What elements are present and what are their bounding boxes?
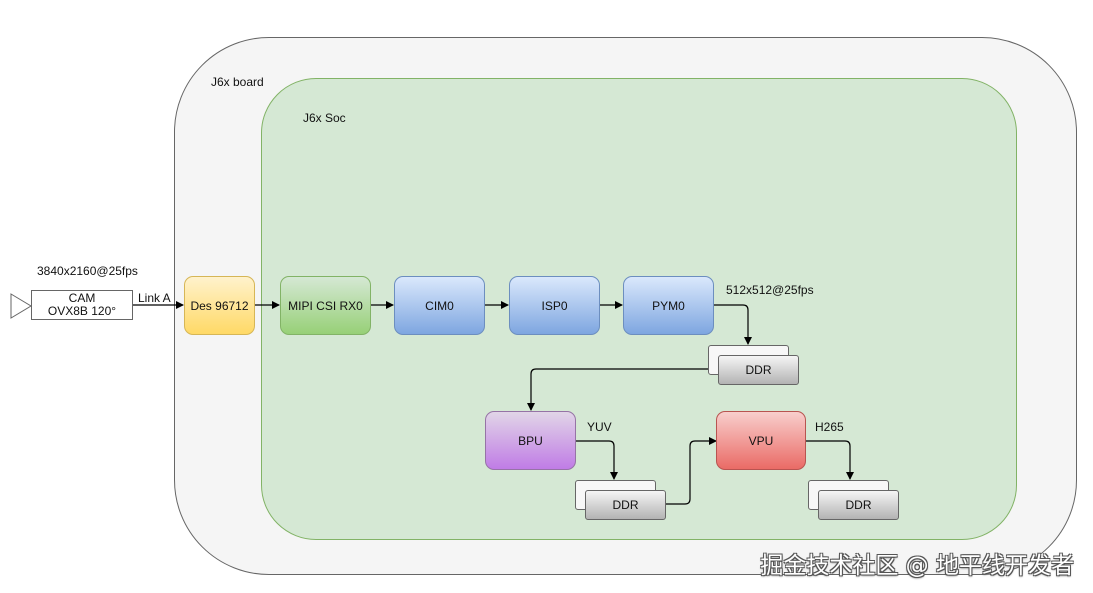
ddr-block-vpu: DDR <box>818 490 899 520</box>
arrow-ddr-to-vpu <box>666 437 717 505</box>
arrow-vpu-to-ddr <box>806 440 854 480</box>
board-label: J6x board <box>211 75 264 89</box>
arrow-ddr-to-bpu <box>527 368 708 411</box>
link-label: Link A <box>138 291 171 305</box>
camera-name: CAM <box>68 291 96 305</box>
mipi-csi-block: MIPI CSI RX0 <box>280 276 371 335</box>
bpu-output-label: YUV <box>587 420 612 434</box>
deserializer-block: Des 96712 <box>184 276 255 335</box>
vpu-output-label: H265 <box>815 420 844 434</box>
soc-label: J6x Soc <box>303 111 346 125</box>
vpu-block: VPU <box>716 411 806 470</box>
bpu-block: BPU <box>485 411 576 470</box>
ddr-block-pym: DDR <box>718 355 799 385</box>
camera-triangle-icon <box>10 293 32 319</box>
watermark: 掘金技术社区 @ 地平线开发者 <box>760 553 1074 579</box>
camera-model: OVX8B 120° <box>47 304 117 318</box>
pym-block: PYM0 <box>623 276 714 335</box>
ddr-block-bpu: DDR <box>585 490 666 520</box>
arrow-pym-to-ddr <box>714 304 752 345</box>
isp-block: ISP0 <box>509 276 600 335</box>
camera-resolution-label: 3840x2160@25fps <box>37 264 138 278</box>
cim-block: CIM0 <box>394 276 485 335</box>
camera-block: CAM OVX8B 120° <box>31 290 133 320</box>
pym-output-label: 512x512@25fps <box>726 283 814 297</box>
arrow-bpu-to-ddr <box>576 440 618 480</box>
